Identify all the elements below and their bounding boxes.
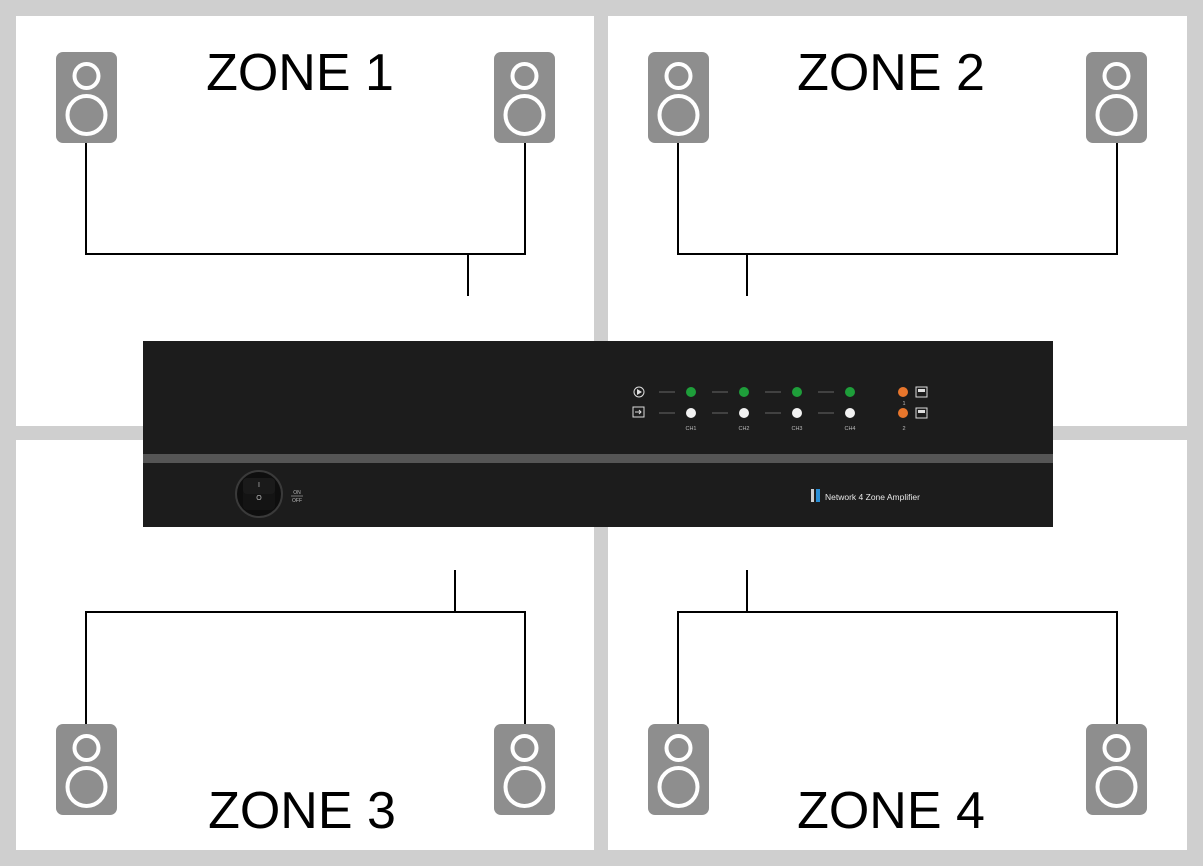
channel-2-indicators: CH2 xyxy=(738,387,750,432)
ch4-input-led xyxy=(845,408,855,418)
speaker-icon xyxy=(494,724,555,815)
speaker-wiring xyxy=(85,140,1118,724)
speaker-icon xyxy=(648,52,709,143)
ch2-play-led xyxy=(739,387,749,397)
zone-3-speakers xyxy=(56,724,555,815)
port-2-led xyxy=(898,408,908,418)
network-port-1: 1 xyxy=(898,386,928,407)
speaker-icon xyxy=(56,52,117,143)
port-2-label: 2 xyxy=(902,426,905,432)
power-off-label: OFF xyxy=(292,498,302,504)
channel-1-indicators: CH1 xyxy=(685,387,697,432)
ch3-input-led xyxy=(792,408,802,418)
ch4-play-led xyxy=(845,387,855,397)
ch2-label: CH2 xyxy=(738,426,749,432)
speaker-icon xyxy=(494,52,555,143)
ch4-label: CH4 xyxy=(844,426,855,432)
model-label: Network 4 Zone Amplifier xyxy=(825,492,920,502)
ch1-play-led xyxy=(686,387,696,397)
zone-2-label: ZONE 2 xyxy=(797,44,985,102)
ethernet-port-icon xyxy=(915,407,928,419)
zone-4-label: ZONE 4 xyxy=(797,782,985,840)
input-icon xyxy=(632,406,645,418)
speaker-icon xyxy=(56,724,117,815)
play-icon xyxy=(633,386,645,398)
amplifier-unit: I O ON OFF CH1 xyxy=(143,341,1053,527)
ch2-input-led xyxy=(739,408,749,418)
channel-3-indicators: CH3 xyxy=(791,387,803,432)
zone-4-speakers xyxy=(648,724,1147,815)
zone-3-label: ZONE 3 xyxy=(208,782,396,840)
ch1-input-led xyxy=(686,408,696,418)
power-switch-off-mark: O xyxy=(256,495,262,502)
ch3-play-led xyxy=(792,387,802,397)
speaker-icon xyxy=(648,724,709,815)
speaker-icon xyxy=(1086,724,1147,815)
channel-connector-lines xyxy=(659,391,834,414)
ethernet-port-icon xyxy=(915,386,928,398)
ch3-label: CH3 xyxy=(791,426,802,432)
zone-1-speakers xyxy=(56,52,555,143)
network-port-2: 2 xyxy=(898,407,928,432)
zone-2-speakers xyxy=(648,52,1147,143)
power-switch[interactable]: I O xyxy=(235,470,283,518)
amplifier-front-stripe xyxy=(143,454,1053,463)
zone-1-label: ZONE 1 xyxy=(206,44,394,102)
port-1-led xyxy=(898,387,908,397)
ch1-label: CH1 xyxy=(685,426,696,432)
channel-4-indicators: CH4 xyxy=(844,387,856,432)
port-1-label: 1 xyxy=(902,401,905,407)
speaker-icon xyxy=(1086,52,1147,143)
power-switch-on-mark: I xyxy=(258,482,260,489)
power-on-label: ON xyxy=(293,490,301,496)
brand-logo xyxy=(811,489,820,502)
